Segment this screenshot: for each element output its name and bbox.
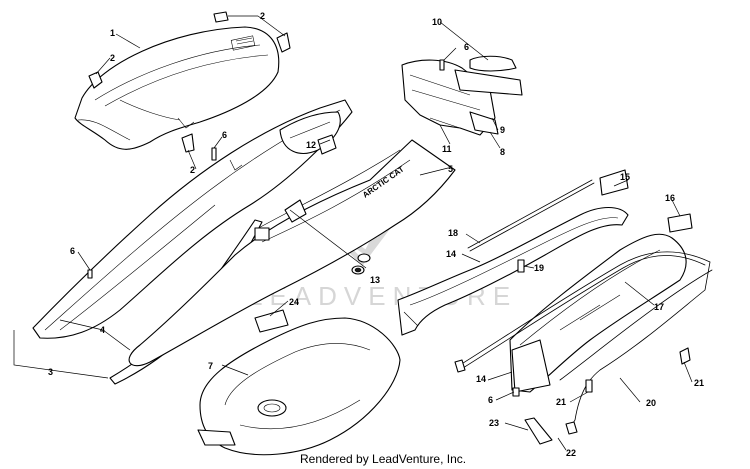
callout-8: 8 [500, 147, 505, 157]
storage-tub-part[interactable] [197, 317, 401, 456]
callout-22: 22 [566, 448, 576, 458]
callout-11: 11 [442, 144, 452, 154]
rear-bracket-assembly-part[interactable] [401, 55, 523, 136]
callout-leaders [59, 15, 693, 451]
small-bracket-part[interactable] [317, 134, 337, 155]
callout-18: 18 [448, 228, 458, 238]
grommet-part[interactable] [351, 253, 371, 275]
callout-6: 6 [488, 395, 493, 405]
hood-part[interactable] [74, 26, 280, 150]
callout-13: 13 [370, 275, 380, 285]
callout-21: 21 [556, 397, 566, 407]
long-rod-part[interactable] [467, 179, 595, 252]
callout-3-bracket [13, 330, 109, 379]
callout-2: 2 [190, 165, 195, 175]
callout-16: 16 [665, 193, 675, 203]
hood-clip-part[interactable] [88, 11, 291, 153]
callout-6: 6 [70, 246, 75, 256]
callout-14: 14 [476, 374, 486, 384]
callout-numbers: 1 2 2 2 3 4 5 6 6 6 6 7 8 9 10 11 12 13 … [48, 11, 704, 458]
callout-6: 6 [222, 130, 227, 140]
callout-2: 2 [260, 11, 265, 21]
bumper-loop-part[interactable] [454, 251, 713, 435]
rear-flap-part[interactable] [509, 233, 687, 393]
callout-9: 9 [500, 125, 505, 135]
right-side-panel-part[interactable] [128, 139, 456, 367]
callout-7: 7 [208, 361, 213, 371]
callout-4: 4 [100, 325, 105, 335]
callout-6: 6 [464, 42, 469, 52]
callout-21: 21 [694, 378, 704, 388]
bumper-bar-part[interactable] [397, 206, 629, 336]
tub-decal-part[interactable] [254, 309, 289, 333]
callout-14: 14 [446, 249, 456, 259]
callout-23: 23 [489, 418, 499, 428]
callout-2: 2 [110, 53, 115, 63]
callout-3: 3 [48, 367, 53, 377]
callout-15: 15 [620, 172, 630, 182]
callout-24: 24 [289, 297, 299, 307]
callout-20: 20 [646, 398, 656, 408]
footer-credit: Rendered by LeadVenture, Inc. [300, 452, 466, 466]
callout-12: 12 [306, 140, 316, 150]
bumper-decal-part[interactable] [599, 169, 693, 233]
callout-10: 10 [432, 17, 442, 27]
callout-1: 1 [110, 28, 115, 38]
callout-5: 5 [448, 164, 453, 174]
callout-17: 17 [654, 302, 664, 312]
callout-19: 19 [534, 263, 544, 273]
fastener-part[interactable] [87, 59, 691, 445]
